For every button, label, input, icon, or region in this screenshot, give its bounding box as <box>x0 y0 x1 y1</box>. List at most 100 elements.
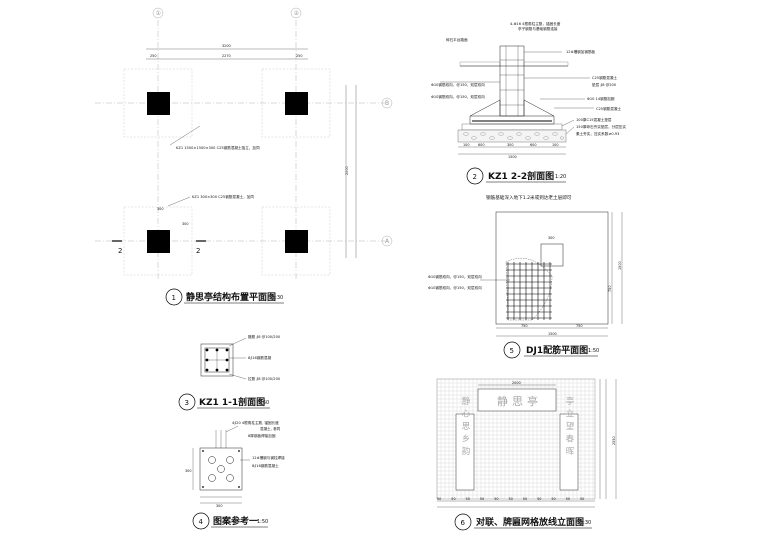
note-column: KZ1 300×300 C25钢筋混凝土，加同 <box>192 194 254 199</box>
pattern-reference: 4∮20 4根角柱主筋, 锚固长度 混凝土, 参同 8厚钢板焊接加固 12#槽钢… <box>185 420 285 530</box>
note-top-2: 亭子钢筋与基础钢筋连接 <box>518 26 558 31</box>
column-kz1 <box>285 92 308 115</box>
footing-outline <box>495 211 609 325</box>
drawing-title: 静思亭结构布置平面图 <box>186 291 276 303</box>
note: 混凝土, 参同 <box>260 426 281 431</box>
title-bubble <box>503 341 521 359</box>
title-bubble <box>165 288 183 306</box>
axis-label-2: ② <box>294 10 300 17</box>
dim-250: 250 <box>150 54 156 58</box>
drawing-scale: 1:20 <box>555 174 566 180</box>
drawing-scale: 1:50 <box>258 400 269 406</box>
dim: 600 <box>478 143 484 147</box>
note: 150厚碎石夯实垫层，分层压实 <box>576 124 626 129</box>
dim-label: 50 <box>580 497 584 501</box>
pattern-circles <box>208 456 234 482</box>
dim-height: 2550 <box>612 436 616 445</box>
drawing-title: KZ1 2-2剖面图 <box>488 170 554 182</box>
title-bubble <box>466 167 484 185</box>
note-left: Φ10钢筋双向，@150，双层双向 <box>431 94 485 99</box>
axis-bubble-2 <box>290 7 302 19</box>
title-number: 3 <box>185 399 189 407</box>
dim: 300 <box>216 504 222 508</box>
dim-label: 50 <box>480 497 484 501</box>
note: 8∮16钢筋混凝 <box>248 355 272 360</box>
dim: 750 <box>521 324 527 328</box>
gravel-cushion <box>457 129 567 143</box>
leader-line <box>169 125 201 146</box>
note: C25钢筋混凝土 <box>596 106 621 111</box>
dim: 300 <box>507 143 513 147</box>
section-2-2: 4-Φ16 4根角柱主筋，锚固长度 亭子钢筋与基础钢筋连接 碎石平台路面 <box>431 21 626 201</box>
dim: 600 <box>530 143 536 147</box>
axis-label-A: A <box>385 238 390 245</box>
dim-top-total: 3200 <box>222 44 231 48</box>
paving-layer <box>459 61 501 67</box>
column-section <box>200 343 234 377</box>
paving-layer <box>523 61 569 67</box>
leader-line <box>167 196 191 207</box>
title-number: 1 <box>172 294 176 302</box>
leader-line <box>225 425 239 433</box>
note: 垫层 ∮8 @200 <box>592 82 617 87</box>
title-bubble <box>192 512 210 530</box>
note: Φ10钢筋双向，@150，双层双向 <box>428 285 482 290</box>
dim: 1500 <box>618 261 622 270</box>
dim: 1500 <box>548 332 557 336</box>
note-paving: 碎石平台路面 <box>446 37 468 42</box>
drawing-title: 图案参考一 <box>213 515 258 527</box>
dim-label: 50 <box>566 497 570 501</box>
column-kz1 <box>147 92 170 115</box>
axis-bubble-1 <box>152 7 164 19</box>
title-number: 2 <box>473 173 477 181</box>
dim-1500: 300 <box>157 207 163 211</box>
bolt-dots <box>202 450 240 488</box>
axis-label-1: ① <box>156 10 161 17</box>
title-number: 4 <box>199 518 204 526</box>
dim: 300 <box>185 469 191 473</box>
note-footing: KZ1 1500×1500×300 C25钢筋混凝土独立，加同 <box>176 145 260 150</box>
note: 拉筋 ∮8 @100/200 <box>248 376 281 381</box>
concrete-cushion <box>461 123 563 131</box>
plan-structural-layout: ① ② B A 3200 2270 250 250 2000 KZ1 1500×… <box>95 7 393 306</box>
dim-total: 1500 <box>508 155 517 159</box>
note: 4∮20 4根角柱主筋, 锚固长度 <box>232 420 279 425</box>
column-kz1 <box>285 230 308 253</box>
dim-300: 300 <box>182 222 188 226</box>
footing-base <box>469 115 555 125</box>
drawing-title: KZ1 1-1剖面图 <box>199 396 265 408</box>
note: 8∮16钢筋混凝土 <box>252 463 279 468</box>
rebar-dots <box>205 348 229 372</box>
dim: 300 <box>548 236 554 240</box>
note: Φ10 14钢筋加腕 <box>587 96 615 101</box>
drawing-scale: 1:30 <box>272 295 283 301</box>
footing-outline <box>261 206 331 276</box>
dim-label: 50 <box>509 497 513 501</box>
dim-label: 50 <box>437 497 441 501</box>
column-outline <box>540 243 564 267</box>
section-label: 2 <box>118 247 122 255</box>
dim: 750 <box>576 324 582 328</box>
axis-bubble-A <box>381 235 393 247</box>
drawing-scale: 1:30 <box>580 520 591 526</box>
plaque-text: 静思亭 <box>497 394 542 408</box>
caption: 钢筋基础深入地下1.2米或到达老土层即可 <box>486 194 572 201</box>
dim-plaque: 2000 <box>512 381 521 385</box>
title-bubble <box>454 513 472 531</box>
note: 箍筋 ∮8 @100/200 <box>248 334 281 339</box>
title-bubble <box>178 393 196 411</box>
note-top: 4-Φ16 4根角柱主筋，锚固长度 <box>510 21 561 26</box>
dim: 100 <box>463 143 469 147</box>
dim: 100 <box>552 143 558 147</box>
dim-label: 50 <box>523 497 527 501</box>
dim-label: 50 <box>494 497 498 501</box>
dim-label: 50 <box>466 497 470 501</box>
mesh-boundary <box>505 258 553 321</box>
grid-border <box>436 378 596 500</box>
column-kz1 <box>147 230 170 253</box>
drawing-title: 对联、牌匾网格放线立面图 <box>476 516 584 528</box>
note: 8厚钢板焊接加固 <box>248 433 276 438</box>
